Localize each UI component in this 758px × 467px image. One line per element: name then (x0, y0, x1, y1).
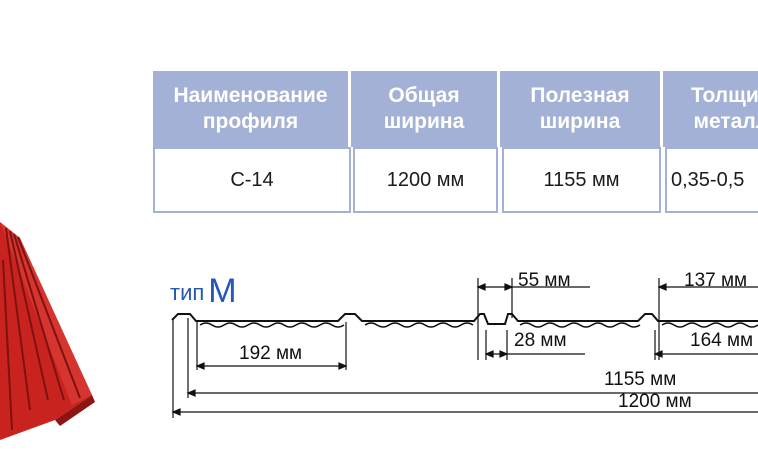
header-profile-name: Наименование профиля (153, 71, 351, 147)
header-useful-width: Полезная ширина (500, 71, 663, 147)
roof-sheet-image (0, 222, 95, 440)
profile-outline (171, 313, 758, 328)
header-metal-thickness: Толщина металла (663, 71, 758, 147)
dim-useful-width: 1155 мм (604, 369, 677, 390)
dim-bottom-flat: 28 мм (514, 330, 567, 351)
cell-profile-name: С-14 (153, 147, 351, 213)
dim-first-wave: 192 мм (239, 343, 303, 364)
dim-total-width: 1200 мм (618, 391, 692, 412)
header-total-width: Общая ширина (351, 71, 500, 147)
dim-top-flat: 55 мм (518, 270, 571, 291)
cell-total-width: 1200 мм (353, 147, 498, 213)
type-letter: M (208, 272, 237, 310)
type-prefix: тип (170, 280, 205, 305)
dim-pitch-top: 137 мм (684, 270, 748, 291)
dimension-lines (171, 278, 758, 418)
cell-useful-width: 1155 мм (502, 147, 661, 213)
dim-pitch-bottom: 164 мм (690, 330, 754, 351)
cell-metal-thickness: 0,35-0,5 (665, 147, 758, 213)
